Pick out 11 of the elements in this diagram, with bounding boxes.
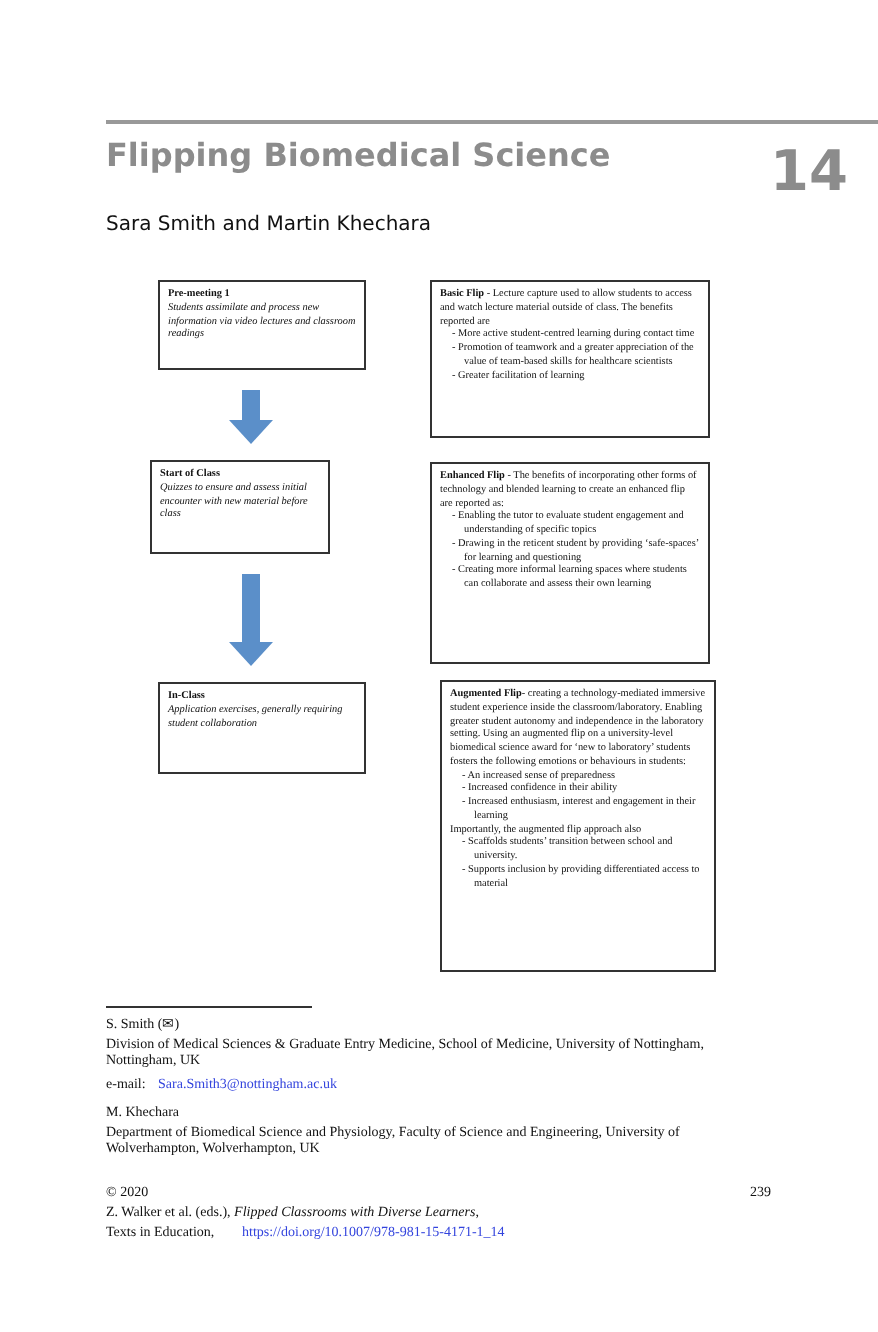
text-box [430, 462, 710, 664]
chapter-number: 14 [770, 144, 848, 200]
text-box [430, 280, 710, 438]
block-arrow [229, 574, 273, 666]
text-box [158, 280, 366, 370]
text-box [440, 680, 716, 972]
text-box [150, 460, 330, 554]
author-names: Sara Smith and Martin Khechara [106, 214, 432, 238]
chapter-title: Flipping Biomedical Science [106, 136, 611, 174]
block-arrow [229, 390, 273, 444]
text-box [158, 682, 366, 774]
